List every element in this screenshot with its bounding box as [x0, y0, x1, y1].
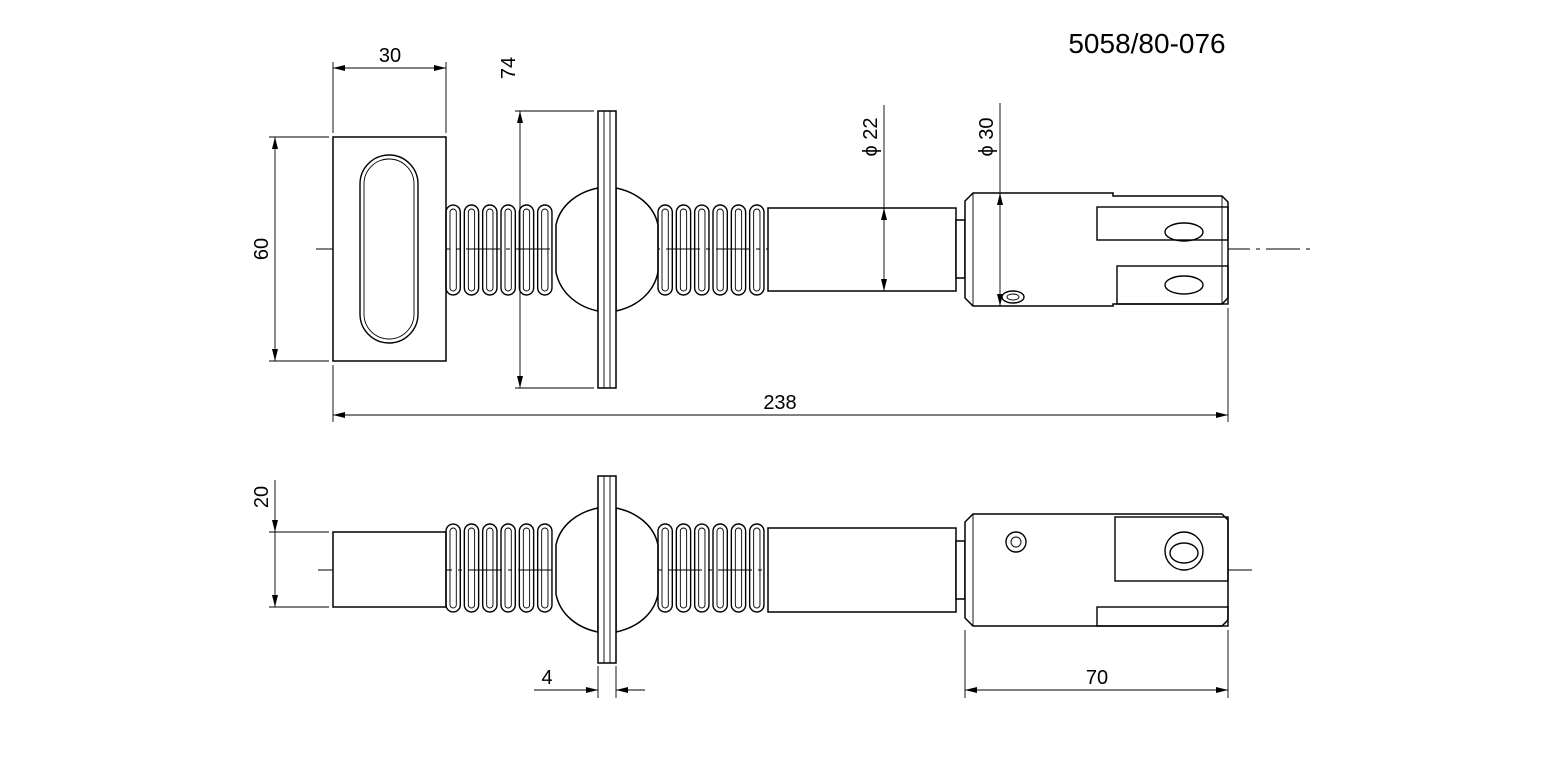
spring-coil-inner: [679, 208, 688, 292]
dim-handle-height: 60: [251, 136, 329, 362]
spring-coil-inner: [522, 208, 531, 292]
spring-coil: [481, 204, 498, 296]
dim-shaft-diameter-label: ϕ 22: [860, 117, 882, 156]
spring-coil-inner: [541, 208, 549, 292]
dim-fork-diameter-label: ϕ 30: [976, 117, 998, 156]
top-fork: [964, 192, 1229, 307]
spring-coil: [500, 204, 516, 296]
spring-coil: [445, 523, 461, 613]
spring-coil: [730, 204, 747, 296]
spring-coil-inner: [486, 208, 494, 292]
dim-handle-width-label: 30: [379, 45, 401, 67]
spring-coil-inner: [661, 527, 669, 609]
top-view: 30 74 ϕ 22 ϕ 30 60: [251, 45, 1315, 422]
side-view: 20 4 70: [251, 475, 1255, 698]
spring-coil: [500, 523, 516, 613]
spring-coil-inner: [679, 527, 688, 609]
spring-coil-inner: [504, 527, 512, 609]
spring-coil-inner: [734, 527, 743, 609]
spring-coil: [657, 523, 673, 613]
spring-coil: [463, 204, 480, 296]
dim-handle-height-label: 60: [251, 238, 273, 260]
spring-coil-inner: [467, 527, 476, 609]
spring-coil-inner: [541, 527, 549, 609]
dim-fork-length-label: 70: [1086, 667, 1108, 689]
dim-flange-height-label: 74: [498, 57, 520, 79]
spring-coil: [536, 523, 553, 613]
spring-coil: [675, 523, 692, 613]
spring-coil-inner: [467, 208, 476, 292]
spring-coil: [730, 523, 747, 613]
spring-coil: [481, 523, 498, 613]
side-shaft: [767, 527, 957, 613]
spring-coil-inner: [504, 208, 512, 292]
spring-coil-inner: [486, 527, 494, 609]
dim-handle-width: 30: [332, 45, 447, 133]
side-left-spring: [445, 523, 553, 613]
dim-fork-length: 70: [964, 630, 1229, 698]
top-handle: [332, 136, 447, 362]
dim-overall-length: 238: [332, 308, 1229, 422]
spring-coil: [748, 204, 765, 296]
side-right-spring: [657, 523, 765, 613]
spring-coil: [657, 204, 673, 296]
spring-coil-inner: [661, 208, 669, 292]
side-shaft-neck: [955, 540, 966, 600]
dim-fork-diameter: ϕ 30: [976, 103, 1003, 306]
spring-coil: [748, 523, 765, 613]
dim-handle-thickness: 20: [251, 480, 329, 608]
dim-overall-length-label: 238: [763, 392, 796, 414]
spring-coil-inner: [716, 527, 724, 609]
top-flange-assembly: [555, 110, 659, 389]
spring-coil-inner: [449, 208, 457, 292]
spring-coil-inner: [522, 527, 531, 609]
dim-flange-height: 74: [498, 57, 594, 389]
spring-coil-inner: [698, 527, 706, 609]
spring-coil-inner: [753, 208, 761, 292]
spring-coil: [693, 523, 710, 613]
dim-shaft-diameter: ϕ 22: [860, 105, 887, 291]
spring-coil: [712, 523, 728, 613]
spring-coil: [712, 204, 728, 296]
dim-flange-thickness: 4: [534, 666, 645, 698]
spring-coil-inner: [716, 208, 724, 292]
top-right-spring: [657, 204, 765, 296]
spring-coil: [518, 523, 535, 613]
spring-coil-inner: [734, 208, 743, 292]
side-handle: [332, 531, 447, 608]
spring-coil-inner: [449, 527, 457, 609]
side-fork: [964, 513, 1229, 627]
dim-flange-thickness-label: 4: [541, 667, 552, 689]
spring-coil-inner: [698, 208, 706, 292]
dim-handle-thickness-label: 20: [251, 486, 273, 508]
top-left-spring: [445, 204, 553, 296]
spring-coil: [445, 204, 461, 296]
spring-coil: [463, 523, 480, 613]
spring-coil: [675, 204, 692, 296]
spring-coil: [536, 204, 553, 296]
top-shaft: [767, 207, 957, 292]
spring-coil: [518, 204, 535, 296]
top-shaft-neck: [955, 219, 966, 279]
spring-coil: [693, 204, 710, 296]
part-number-label: 5058/80-076: [1068, 28, 1225, 59]
side-flange-assembly: [555, 475, 659, 664]
spring-coil-inner: [753, 527, 761, 609]
